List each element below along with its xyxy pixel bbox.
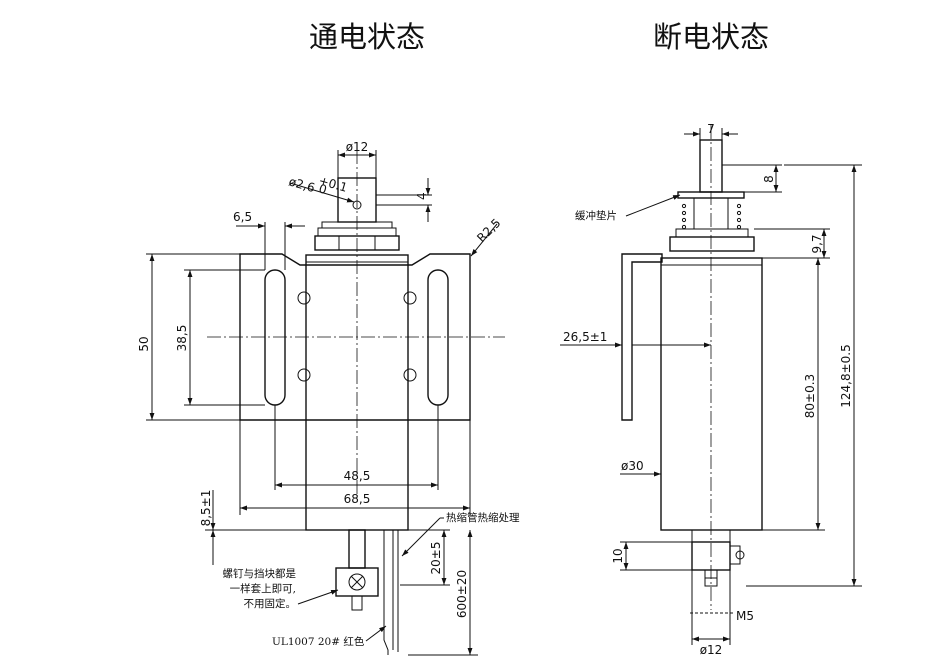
- note-wire: UL1007 20# 红色: [272, 635, 365, 648]
- note-heat-shrink: 热缩管热缩处理: [446, 511, 520, 524]
- dim-body-dia: ø30: [621, 459, 644, 473]
- dim-lead-length: 600±20: [455, 570, 469, 618]
- slot-right: [427, 269, 449, 406]
- dim-slot-spacing: 38,5: [175, 325, 189, 352]
- side-view: 7 8 9,7 缓冲垫片 26,5±1 ø30 80±0.3 124,8±0.5: [560, 122, 862, 657]
- note-buffer: 缓冲垫片: [575, 209, 617, 222]
- slot-left: [264, 269, 286, 406]
- bracket-plate: [239, 253, 471, 421]
- dim-bottom-len: 10: [611, 548, 625, 563]
- dim-bracket-depth: 26,5±1: [563, 330, 607, 344]
- dim-shaft-dia: ø12: [346, 140, 369, 154]
- title-deenergized: 断电状态: [653, 20, 769, 54]
- dim-pin-offset: 4: [415, 192, 429, 200]
- dim-washer-gap: 9,7: [810, 234, 824, 253]
- side-bracket: [621, 253, 663, 421]
- dim-total-length: 124,8±0.5: [839, 344, 853, 408]
- dim-pin-tol-low: 0: [317, 181, 328, 197]
- dim-corner-radius: R2,5: [474, 216, 503, 245]
- note-screw-line2: 一样套上即可,: [230, 582, 296, 595]
- dim-bottom-dia: ø12: [700, 643, 723, 657]
- dim-height: 50: [137, 336, 151, 351]
- dim-bracket-width: 68,5: [344, 492, 371, 506]
- dim-body-length: 80±0.3: [803, 374, 817, 418]
- lead-wire-1: [383, 530, 389, 655]
- dim-slot-width: 6,5: [233, 210, 252, 224]
- dim-pin-hole: ø2,6: [287, 174, 316, 195]
- side-body: [660, 257, 763, 531]
- bottom-shaft: [348, 529, 366, 569]
- note-screw-line1: 螺钉与挡块都是: [223, 567, 297, 580]
- title-energized: 通电状态: [309, 20, 425, 54]
- dim-lead-short: 20±5: [429, 542, 443, 575]
- dim-thread: M5: [736, 609, 754, 623]
- screw-head: [348, 573, 366, 591]
- front-view: ø12 ø2,6 +0.1 0 4 6,5 R2,5 50 38,5: [137, 140, 520, 656]
- hole-tl: [297, 291, 311, 305]
- dim-slot-centers: 48,5: [344, 469, 371, 483]
- dim-side-top: 8: [762, 175, 776, 183]
- dim-side-shaft: 7: [707, 122, 715, 136]
- hole-tr: [403, 291, 417, 305]
- dim-bracket-offset: 8,5±1: [199, 490, 213, 527]
- hole-br: [403, 368, 417, 382]
- note-screw-line3: 不用固定。: [244, 597, 297, 610]
- hole-bl: [297, 368, 311, 382]
